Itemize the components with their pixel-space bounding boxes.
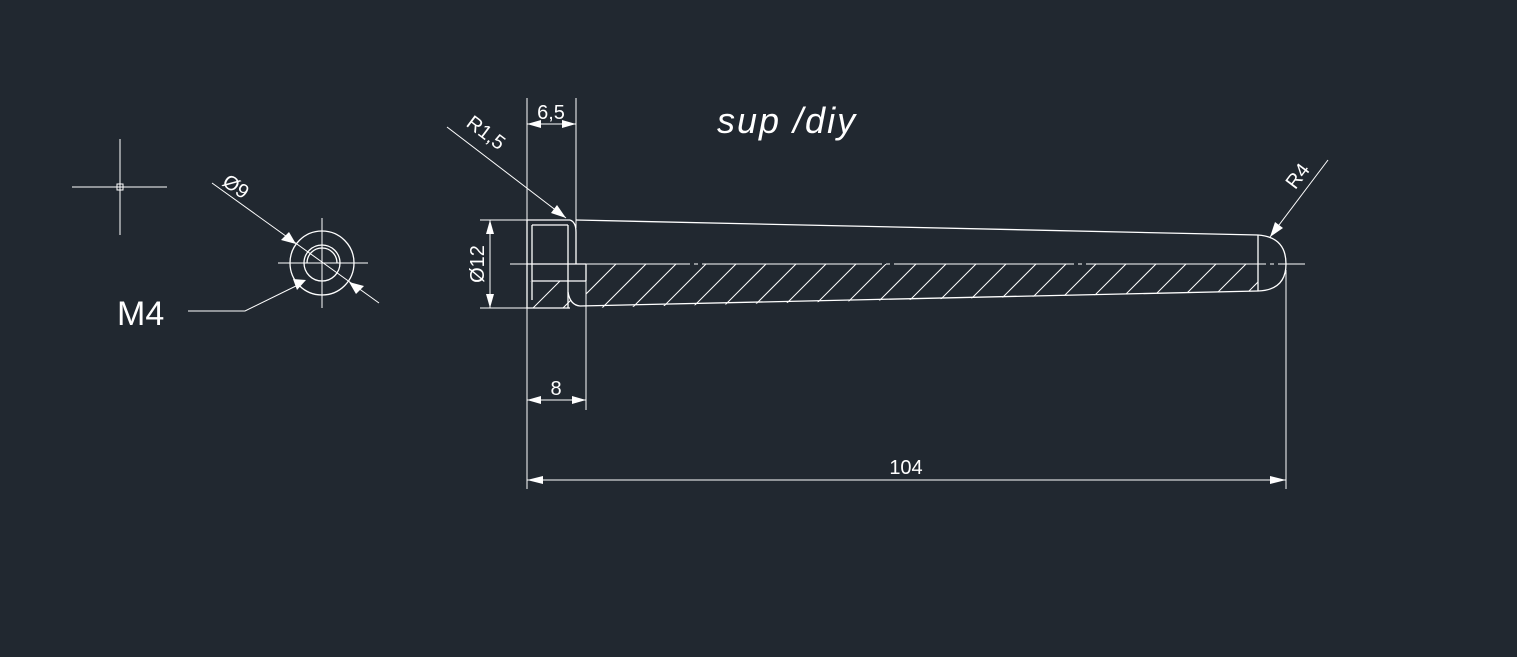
r4-leader [1269, 159, 1329, 238]
fillet-r1-5-bottom [567, 291, 581, 307]
hatch-line [631, 264, 677, 308]
dim-104-label: 104 [889, 457, 922, 479]
dim-dia-12-label: Ø12 [467, 245, 489, 283]
hatch-line [751, 264, 797, 308]
side-view [510, 219, 1305, 309]
hatch-line [721, 264, 767, 308]
hatch-line [691, 264, 737, 308]
r1-5-leader [446, 126, 567, 219]
outer-circle [289, 230, 355, 296]
hatch-line [532, 281, 561, 308]
dim-6-5-label: 6,5 [537, 102, 565, 124]
thread-circle [303, 244, 341, 282]
hatch-line [661, 264, 707, 308]
body-bottom-edge [579, 290, 1259, 307]
hatch-line [586, 264, 617, 308]
thread-minor-arc [306, 247, 338, 264]
hatch-line [781, 264, 827, 308]
body-top-edge [575, 219, 1259, 236]
m4-label: M4 [117, 295, 164, 333]
dim-8-label: 8 [550, 378, 561, 400]
m4-leader [188, 283, 301, 312]
drawing-title: sup /diy [717, 100, 857, 141]
hatch-line [601, 264, 647, 308]
crosshair-cursor-icon[interactable] [72, 139, 167, 235]
fillet-r1-5-top [569, 219, 577, 264]
